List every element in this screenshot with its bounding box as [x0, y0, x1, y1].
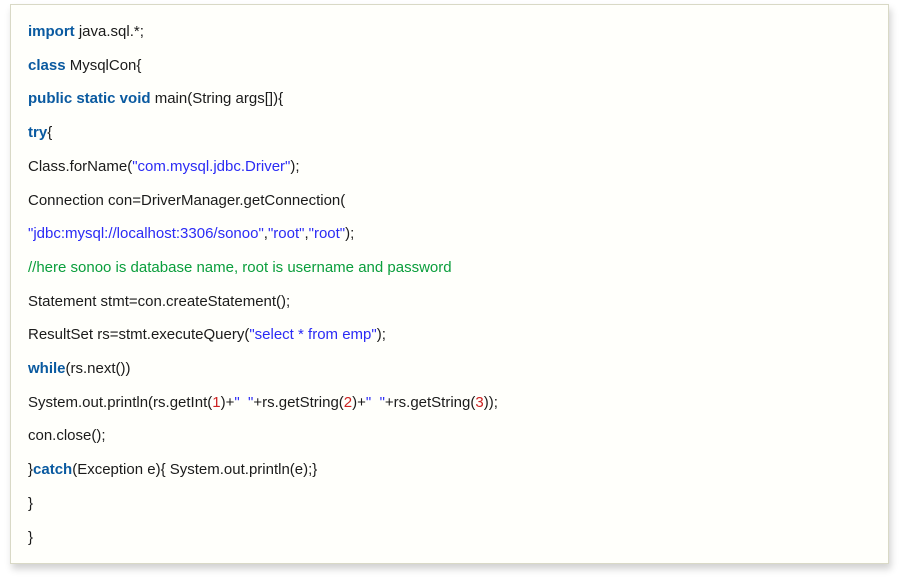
code-token-kwd: catch — [33, 461, 73, 479]
code-line: public static void main(String args[]){ — [28, 82, 870, 116]
code-line: ResultSet rs=stmt.executeQuery("select *… — [28, 318, 870, 352]
code-token-pln: (rs.next()) — [65, 360, 131, 378]
code-line: Statement stmt=con.createStatement(); — [28, 285, 870, 319]
code-token-str: "root" — [267, 225, 305, 243]
code-token-pln: MysqlCon{ — [65, 56, 142, 74]
code-token-pln: +rs.getString( — [384, 393, 476, 411]
code-token-kwd: class — [28, 56, 66, 74]
code-line: class MysqlCon{ — [28, 49, 870, 83]
code-line: Class.forName("com.mysql.jdbc.Driver"); — [28, 150, 870, 184]
code-token-num: 1 — [212, 393, 221, 411]
code-line: Connection con=DriverManager.getConnecti… — [28, 184, 870, 218]
code-token-pln: { — [47, 124, 53, 142]
code-token-pln: main(String args[]){ — [150, 90, 284, 108]
code-token-kwd: import — [28, 23, 75, 40]
code-token-kwd: while — [28, 360, 66, 378]
code-line: }catch(Exception e){ System.out.println(… — [28, 453, 870, 487]
code-token-pln: java.sql.*; — [74, 23, 144, 40]
code-line: //here sonoo is database name, root is u… — [28, 251, 870, 285]
code-line: System.out.println(rs.getInt(1)+" "+rs.g… — [28, 386, 870, 420]
code-lines: import java.sql.*;class MysqlCon{public … — [28, 15, 870, 554]
code-token-pln: , — [263, 225, 268, 243]
code-token-pln: )); — [483, 393, 498, 411]
code-token-str: "com.mysql.jdbc.Driver" — [132, 157, 291, 175]
code-token-pln: Statement stmt=con.createStatement(); — [28, 292, 291, 310]
code-token-pln: Class.forName( — [28, 157, 133, 175]
code-token-num: 3 — [475, 393, 484, 411]
code-line: } — [28, 487, 870, 521]
code-token-str: " " — [365, 393, 385, 411]
code-token-pln: ); — [376, 326, 386, 344]
code-token-str: "root" — [308, 225, 346, 243]
code-line: try{ — [28, 116, 870, 150]
code-line: import java.sql.*; — [28, 15, 870, 49]
code-token-pln: +rs.getString( — [253, 393, 344, 411]
code-token-pln: )+ — [352, 393, 366, 411]
code-token-pln: ); — [345, 225, 355, 243]
code-token-pln: )+ — [220, 393, 235, 411]
code-token-pln: ResultSet rs=stmt.executeQuery( — [28, 326, 250, 344]
code-token-pln: Connection con=DriverManager.getConnecti… — [28, 191, 346, 209]
code-token-pln: } — [28, 528, 34, 546]
code-line: while(rs.next()) — [28, 352, 870, 386]
code-block: import java.sql.*;class MysqlCon{public … — [10, 4, 889, 565]
code-line: "jdbc:mysql://localhost:3306/sonoo","roo… — [28, 217, 870, 251]
code-token-pln: ); — [290, 157, 300, 175]
code-token-com: //here sonoo is database name, root is u… — [28, 258, 452, 276]
code-token-str: "jdbc:mysql://localhost:3306/sonoo" — [28, 225, 264, 243]
code-line: } — [28, 521, 870, 555]
code-token-pln: con.close(); — [28, 427, 106, 445]
code-token-pln: (Exception e){ System.out.println(e);} — [72, 461, 318, 479]
code-token-pln: } — [28, 494, 34, 512]
code-token-kwd: try — [28, 124, 48, 142]
code-line: con.close(); — [28, 419, 870, 453]
code-token-pln: System.out.println(rs.getInt( — [28, 393, 213, 411]
code-token-pln: , — [304, 225, 309, 243]
code-token-kwd: public static void — [28, 90, 151, 108]
code-token-num: 2 — [343, 393, 353, 411]
code-token-str: " " — [234, 393, 254, 411]
code-token-str: "select * from emp" — [249, 326, 377, 344]
code-token-pln: } — [28, 461, 34, 479]
